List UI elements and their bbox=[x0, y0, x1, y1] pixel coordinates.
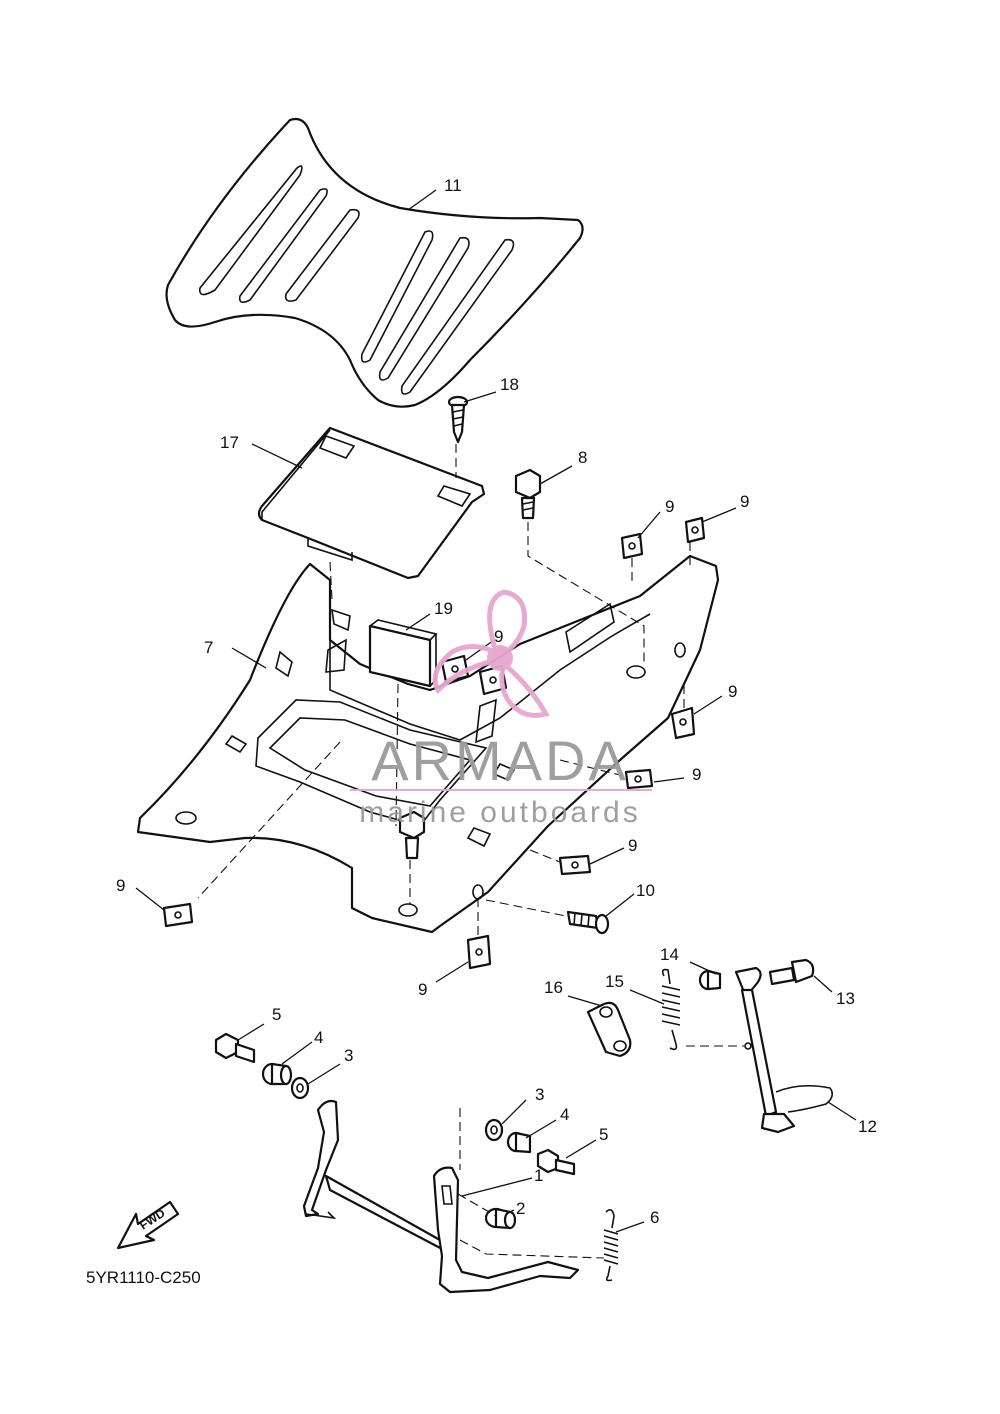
watermark-brand: ARMADA bbox=[371, 729, 629, 792]
pad-part-19 bbox=[368, 619, 438, 688]
diagram-code: 5YR1110-C250 bbox=[86, 1268, 201, 1287]
callout-19: 19 bbox=[434, 599, 453, 618]
clip-nut-9b bbox=[684, 516, 706, 544]
callout-9g: 9 bbox=[116, 876, 125, 895]
callout-9a: 9 bbox=[665, 497, 674, 516]
callout-11: 11 bbox=[444, 176, 462, 195]
washer-part-3-left bbox=[290, 1076, 310, 1100]
screw-part-10 bbox=[566, 910, 610, 935]
callout-2: 2 bbox=[516, 1199, 525, 1218]
clip-nut-9e bbox=[670, 706, 696, 740]
callout-13: 13 bbox=[836, 989, 855, 1008]
callout-9b: 9 bbox=[740, 492, 749, 511]
bolt-part-13 bbox=[768, 958, 815, 986]
callout-5b: 5 bbox=[599, 1125, 608, 1144]
propeller-logo-icon bbox=[432, 589, 550, 718]
callout-18: 18 bbox=[500, 375, 519, 394]
screw-part-18 bbox=[447, 395, 469, 444]
callout-9e: 9 bbox=[692, 765, 701, 784]
collar-part-2 bbox=[484, 1207, 517, 1230]
spring-part-6 bbox=[603, 1208, 619, 1282]
callout-12: 12 bbox=[858, 1117, 877, 1136]
lower-bolt bbox=[398, 810, 426, 860]
side-stand-part-12 bbox=[734, 966, 834, 1134]
callout-9h: 9 bbox=[418, 980, 427, 999]
watermark-tagline: marine outboards bbox=[359, 796, 640, 829]
washer-part-3-right bbox=[484, 1118, 504, 1142]
callout-16: 16 bbox=[544, 978, 563, 997]
callout-3a: 3 bbox=[344, 1046, 353, 1065]
bracket-part-16 bbox=[586, 1001, 632, 1058]
collar-part-4-left bbox=[261, 1062, 293, 1086]
callout-15: 15 bbox=[605, 972, 624, 991]
callout-10: 10 bbox=[636, 881, 655, 900]
fwd-arrow-icon: FWD bbox=[116, 1200, 180, 1250]
spring-part-15 bbox=[661, 968, 681, 1051]
callout-9f: 9 bbox=[628, 836, 637, 855]
bolt-part-5-right bbox=[536, 1148, 576, 1176]
callout-5a: 5 bbox=[272, 1005, 281, 1024]
armada-watermark: ARMADA marine outboards bbox=[350, 589, 652, 829]
cover-lid-part-17 bbox=[257, 426, 486, 580]
callout-1: 1 bbox=[534, 1166, 543, 1185]
collar-part-4-right bbox=[506, 1131, 532, 1154]
callout-9d: 9 bbox=[728, 682, 737, 701]
bolt-part-5-left bbox=[214, 1032, 256, 1064]
collar-part-14 bbox=[698, 969, 722, 991]
clip-nut-9h bbox=[162, 902, 194, 928]
clip-nut-9g bbox=[558, 854, 592, 876]
clip-nut-9i bbox=[466, 934, 492, 970]
main-stand-part-1 bbox=[302, 1099, 580, 1294]
callout-3b: 3 bbox=[535, 1085, 544, 1104]
clip-nut-9f bbox=[624, 768, 654, 790]
callout-4b: 4 bbox=[560, 1105, 569, 1124]
assembly-lines bbox=[197, 444, 744, 1259]
callout-9c: 9 bbox=[494, 627, 503, 646]
callout-8: 8 bbox=[578, 448, 587, 467]
bolt-part-8 bbox=[514, 468, 542, 520]
callouts: 11 18 17 8 9 9 7 19 9 9 9 9 9 10 9 14 15… bbox=[116, 176, 877, 1227]
floor-mat-part-11 bbox=[165, 117, 584, 408]
footboard-part-7 bbox=[136, 554, 720, 934]
callout-4a: 4 bbox=[314, 1028, 323, 1047]
leader-lines bbox=[135, 189, 857, 1233]
callout-6: 6 bbox=[650, 1208, 659, 1227]
clip-nut-9a bbox=[620, 532, 644, 560]
callout-17: 17 bbox=[220, 433, 239, 452]
clip-nuts-part-9 bbox=[162, 516, 706, 970]
callout-14: 14 bbox=[660, 945, 679, 964]
callout-7: 7 bbox=[204, 638, 213, 657]
